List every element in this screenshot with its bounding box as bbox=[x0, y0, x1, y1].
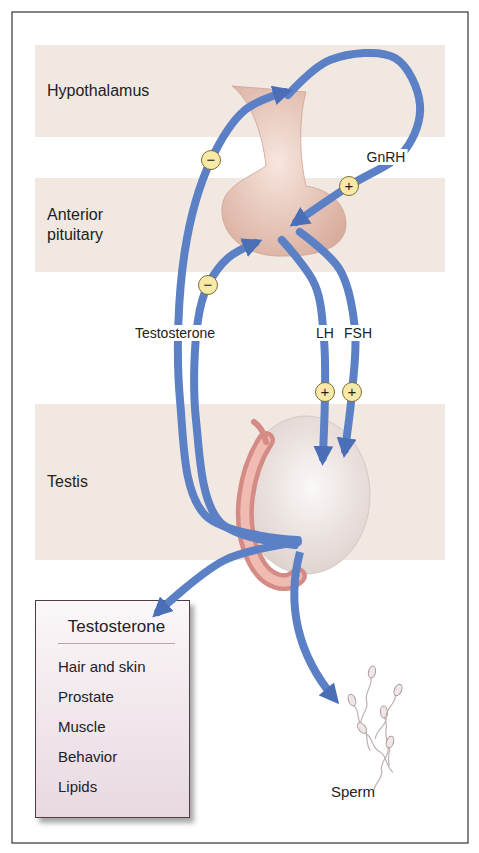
hypothalamus-pituitary-illustration bbox=[222, 86, 346, 256]
feedback-sign: − bbox=[198, 275, 218, 295]
hormone-arrow bbox=[178, 92, 298, 540]
panel-item: Hair and skin bbox=[58, 652, 179, 682]
frame-border bbox=[12, 12, 468, 843]
sperm-cell bbox=[356, 721, 396, 774]
hormone-arrow bbox=[282, 240, 325, 458]
panel-item: Prostate bbox=[58, 682, 179, 712]
hormone-arrow bbox=[194, 243, 295, 545]
hormone-label: FSH bbox=[342, 325, 374, 341]
hormone-label: GnRH bbox=[365, 149, 408, 165]
epididymis-highlight bbox=[245, 440, 298, 582]
panel-item: Lipids bbox=[58, 772, 179, 802]
hormone-label: LH bbox=[314, 325, 336, 341]
panel-item: Muscle bbox=[58, 712, 179, 742]
sperm-cell bbox=[347, 693, 374, 752]
sperm-cell bbox=[380, 706, 393, 766]
feedback-sign: + bbox=[315, 382, 335, 402]
feedback-sign: + bbox=[339, 176, 359, 196]
region-band: Anterior pituitary bbox=[35, 178, 445, 272]
sperm-cell bbox=[372, 683, 404, 740]
region-label: Testis bbox=[47, 472, 142, 492]
region-label: Anterior pituitary bbox=[47, 205, 142, 245]
hormone-arrow bbox=[158, 542, 298, 612]
feedback-sign: + bbox=[342, 382, 362, 402]
epididymis bbox=[245, 440, 298, 582]
hormone-arrow bbox=[288, 53, 420, 222]
region-label: Hypothalamus bbox=[47, 81, 142, 101]
region-band: Testis bbox=[35, 404, 445, 560]
hormone-label: Testosterone bbox=[133, 325, 217, 341]
sperm-arrow bbox=[294, 552, 334, 698]
panel-item: Behavior bbox=[58, 742, 179, 772]
effects-panel: TestosteroneHair and skinProstateMuscleB… bbox=[35, 600, 190, 818]
vas-deferens bbox=[254, 422, 266, 442]
part-label: Sperm bbox=[331, 783, 375, 800]
sperm-cell bbox=[357, 665, 376, 725]
testis-illustration bbox=[242, 416, 370, 574]
panel-heading: Testosterone bbox=[58, 617, 175, 644]
feedback-sign: − bbox=[201, 150, 221, 170]
region-band: Hypothalamus bbox=[35, 45, 445, 137]
